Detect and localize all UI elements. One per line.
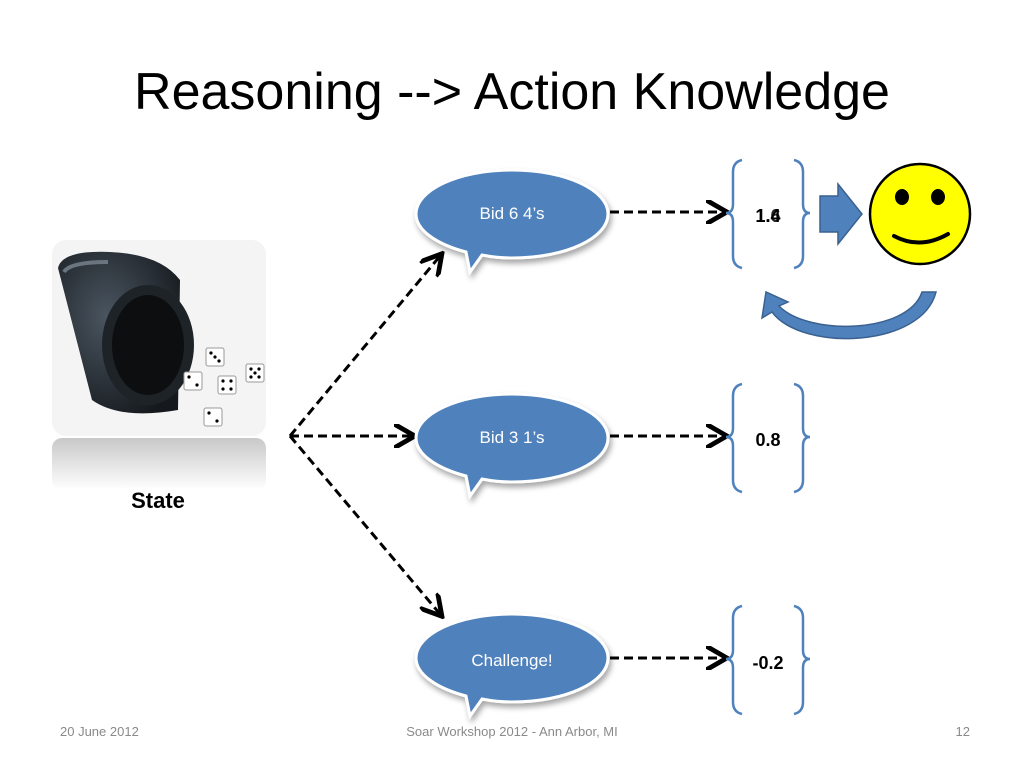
value-bid-6-4s: 1.6 bbox=[755, 206, 780, 226]
dice-cup-image bbox=[52, 240, 266, 490]
bracket-left-3 bbox=[725, 604, 743, 716]
value-brackets bbox=[725, 158, 811, 716]
value-bid-6-4s-previous: 1.4 bbox=[755, 206, 780, 226]
arrow-to-bid-6-4s bbox=[288, 256, 440, 437]
state-label: State bbox=[131, 488, 185, 513]
bracket-left-1 bbox=[725, 158, 743, 270]
bracket-right-3 bbox=[793, 604, 811, 716]
footer-event: Soar Workshop 2012 - Ann Arbor, MI bbox=[406, 724, 618, 739]
bracket-right-2 bbox=[793, 382, 811, 494]
action-bubble-bid-6-4s bbox=[414, 168, 610, 276]
bubble-label-bid-3-1s: Bid 3 1’s bbox=[480, 428, 545, 447]
bracket-right-1 bbox=[793, 158, 811, 270]
footer-page-number: 12 bbox=[955, 724, 970, 739]
value-challenge: -0.2 bbox=[752, 653, 783, 673]
value-arrows bbox=[610, 212, 724, 658]
slide-title: Reasoning --> Action Knowledge bbox=[134, 63, 890, 121]
state-arrows bbox=[288, 256, 440, 614]
value-bid-3-1s: 0.8 bbox=[755, 430, 780, 450]
bubble-label-bid-6-4s: Bid 6 4’s bbox=[480, 204, 545, 223]
right-block-arrow-icon bbox=[819, 181, 863, 247]
footer-date: 20 June 2012 bbox=[60, 724, 139, 739]
action-bubble-challenge bbox=[414, 612, 610, 720]
bracket-left-2 bbox=[725, 382, 743, 494]
smiley-face-icon bbox=[868, 162, 972, 266]
action-bubble-bid-3-1s bbox=[414, 392, 610, 500]
arrow-to-challenge bbox=[288, 435, 440, 614]
bubble-label-challenge: Challenge! bbox=[471, 651, 552, 670]
curved-return-arrow-icon bbox=[761, 290, 937, 340]
